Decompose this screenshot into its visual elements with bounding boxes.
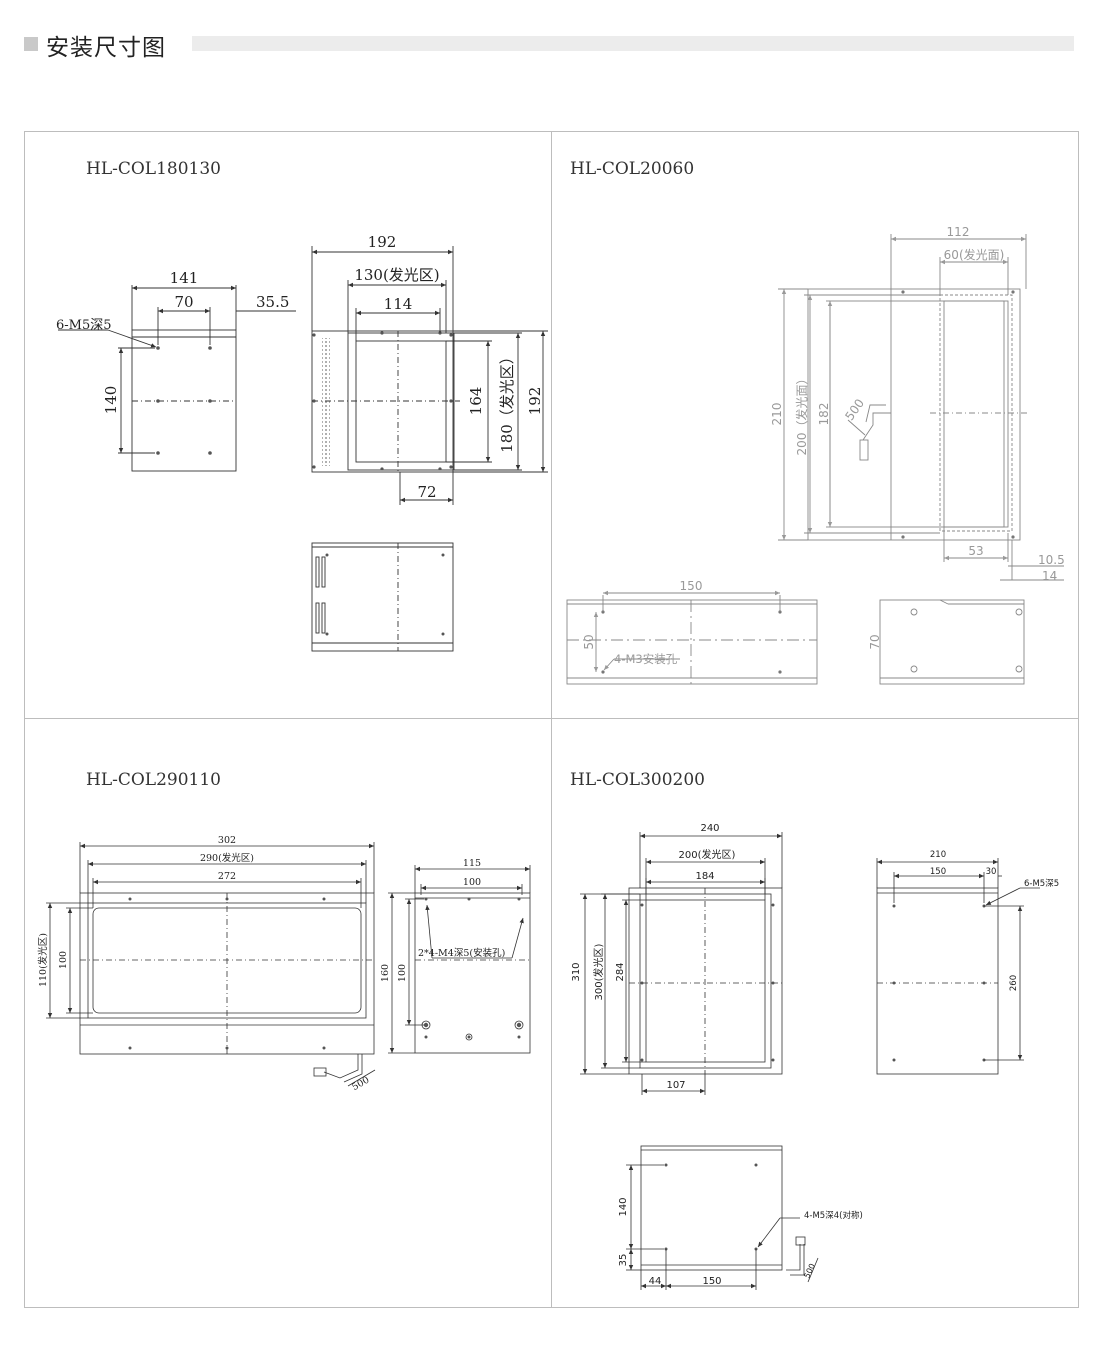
m2-side-body	[566, 599, 818, 685]
m4-side-body	[876, 887, 999, 1075]
m4-dim-260: 260	[1009, 975, 1019, 991]
m2-dim-500: 500	[842, 396, 867, 423]
m4-dim-150-bottom: 150	[702, 1276, 721, 1287]
m1-dim-140: 140	[102, 386, 120, 415]
m4-front-body	[628, 887, 783, 1075]
m4-dim-44: 44	[649, 1276, 662, 1287]
m1-top-body	[131, 329, 237, 472]
m4-dim-184: 184	[695, 871, 714, 882]
m2-dim-14: 14	[1042, 569, 1057, 583]
m2-dim-200: 200（发光面）	[794, 373, 809, 456]
m2-dim-50: 50	[582, 634, 596, 649]
m4-dim-35: 35	[618, 1254, 629, 1267]
m1-dim-141: 141	[170, 269, 199, 287]
m4-dim-284: 284	[615, 962, 626, 981]
m3-dim-272: 272	[218, 871, 236, 882]
m3-dim-115: 115	[463, 858, 481, 869]
m2-top-body	[807, 288, 1021, 541]
model-1-drawing	[58, 246, 548, 652]
m1-dim-192-side: 192	[526, 387, 544, 416]
m1-front-body	[311, 330, 454, 473]
m3-dim-500: 500	[350, 1075, 371, 1094]
m4-dim-310: 310	[571, 962, 582, 981]
m1-dim-114: 114	[384, 295, 413, 313]
m3-dim-290: 290(发光区)	[200, 852, 254, 864]
m3-dim-110: 110(发光区)	[37, 933, 49, 987]
m4-bottom-body	[640, 1145, 783, 1271]
m3-dim-160: 160	[380, 964, 391, 982]
m4-dim-240: 240	[700, 823, 719, 834]
m4-bottom-hole-label: 4-M5深4(对称)	[804, 1210, 863, 1221]
m2-dim-150: 150	[680, 579, 703, 593]
model-title-3: HL-COL290110	[86, 770, 221, 790]
m2-dim-60: 60(发光面)	[944, 247, 1005, 262]
m2-dim-182: 182	[817, 403, 831, 426]
m2-dim-70: 70	[868, 634, 882, 649]
m1-front-led-dots	[322, 338, 330, 466]
m1-dim-72: 72	[417, 483, 436, 501]
m4-dim-300: 300(发光区)	[592, 943, 605, 1000]
m1-dim-35-5: 35.5	[256, 293, 289, 311]
m2-hole-label: 4-M3安装孔	[614, 652, 678, 666]
m2-dim-210: 210	[770, 403, 784, 426]
m4-hole-label: 6-M5深5	[1024, 879, 1059, 889]
m1-dim-130: 130(发光区)	[354, 266, 439, 284]
model-4-drawing	[580, 832, 1040, 1290]
m3-hole-label: 2*4-M4深5(安装孔)	[418, 947, 505, 959]
m4-dim-140: 140	[618, 1197, 629, 1216]
m3-side-body	[414, 892, 531, 1054]
header-square-icon	[24, 37, 38, 51]
m1-side-body	[311, 542, 454, 652]
m1-hole-label: 6-M5深5	[56, 318, 112, 333]
m4-dim-150-side: 150	[930, 867, 946, 877]
m1-dim-180: 180（发光区）	[498, 349, 516, 453]
m3-dim-302: 302	[218, 835, 236, 846]
m2-dim-10-5: 10.5	[1038, 553, 1065, 567]
drawing-grid	[24, 131, 1079, 1308]
m4-dim-210: 210	[930, 850, 946, 860]
m4-dim-107: 107	[666, 1080, 685, 1091]
m2-dim-53: 53	[968, 544, 983, 558]
m3-dim-100-side: 100	[397, 964, 408, 982]
m1-top-holes	[156, 346, 212, 455]
model-2-drawing	[566, 234, 1064, 685]
m2-dim-112: 112	[947, 225, 970, 239]
m1-dim-192-top: 192	[368, 233, 397, 251]
model-title-1: HL-COL180130	[86, 159, 221, 179]
m2-end-body	[879, 599, 1025, 685]
m4-dim-30: 30	[986, 867, 997, 877]
m3-dim-100-top: 100	[463, 877, 481, 888]
header-bar	[192, 36, 1074, 51]
model-3-drawing	[46, 842, 531, 1087]
m4-dim-200: 200(发光区)	[679, 848, 736, 861]
m1-dim-70: 70	[174, 293, 193, 311]
m1-dim-164: 164	[467, 387, 485, 416]
model-title-2: HL-COL20060	[570, 159, 694, 179]
page-title: 安装尺寸图	[46, 35, 166, 61]
model-title-4: HL-COL300200	[570, 770, 705, 790]
m3-dim-100-front: 100	[58, 951, 69, 969]
section-header: 安装尺寸图	[24, 30, 1074, 61]
